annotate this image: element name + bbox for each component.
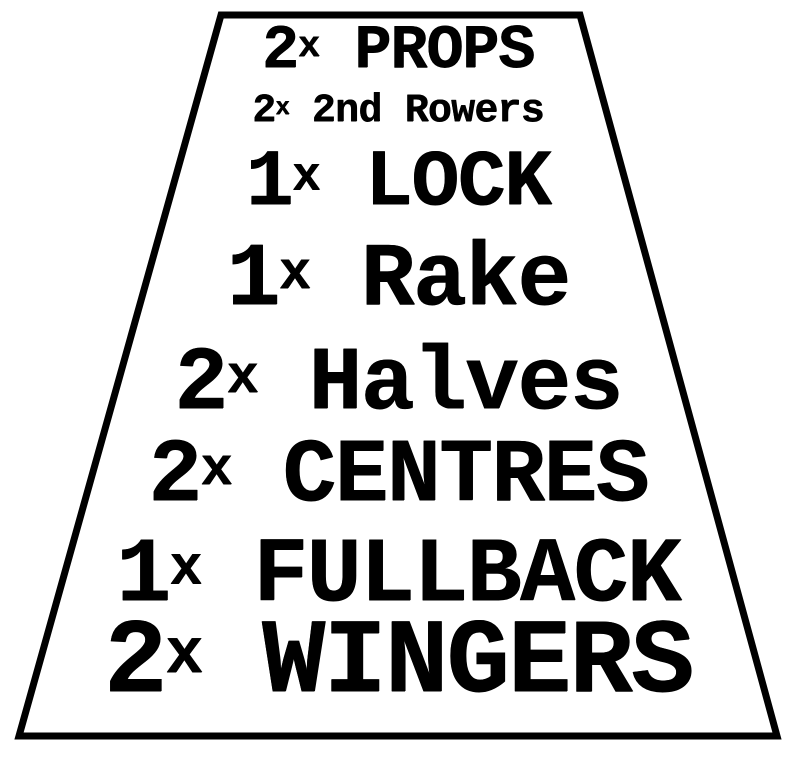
multiplier-x: x <box>169 537 203 601</box>
position-row-lock: 1x LOCK <box>0 144 796 224</box>
multiplier-x: x <box>275 94 290 122</box>
multiplier-x: x <box>278 243 312 305</box>
position-label: CENTRES <box>282 426 649 528</box>
position-count: 2x <box>174 334 259 436</box>
position-label: PROPS <box>354 15 535 86</box>
position-label: Rake <box>360 230 572 332</box>
position-count: 1x <box>115 523 203 628</box>
position-row-halves: 2x Halves <box>0 340 796 430</box>
position-row-2nd-rowers: 2x 2nd Rowers <box>0 92 796 132</box>
position-row-centres: 2x CENTRES <box>0 432 796 522</box>
multiplier-x: x <box>165 619 204 692</box>
position-count: 2x <box>103 603 204 723</box>
position-label: WINGERS <box>261 603 695 723</box>
position-row-props: 2x PROPS <box>0 20 796 82</box>
trapezoid-shape <box>14 11 782 740</box>
multiplier-x: x <box>291 150 321 205</box>
position-count: 2x <box>148 426 233 528</box>
position-row-fullback: 1x FULLBACK <box>0 530 796 622</box>
position-label: 2nd Rowers <box>311 89 545 134</box>
multiplier-x: x <box>200 439 233 501</box>
position-label: LOCK <box>364 138 552 229</box>
position-count: 1x <box>245 138 321 229</box>
position-row-rake: 1x Rake <box>0 236 796 326</box>
position-label: FULLBACK <box>253 523 682 628</box>
position-count: 2x <box>261 15 321 86</box>
multiplier-x: x <box>297 25 321 68</box>
position-count: 2x <box>252 89 290 134</box>
multiplier-x: x <box>226 347 259 409</box>
position-label: Halves <box>308 334 623 436</box>
position-row-wingers: 2x WINGERS <box>0 610 796 716</box>
position-count: 1x <box>226 230 312 332</box>
